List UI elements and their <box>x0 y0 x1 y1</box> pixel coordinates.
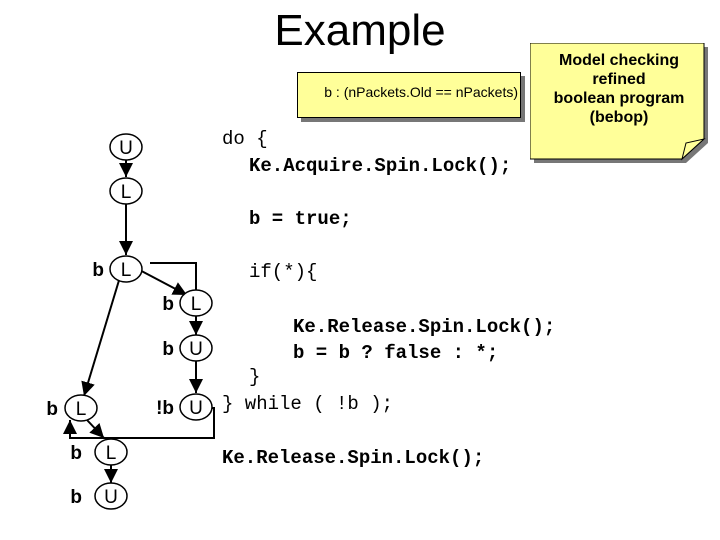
node-label: U <box>189 398 203 419</box>
code-while: } while ( !b ); <box>222 393 394 415</box>
graph-node: U <box>109 133 143 161</box>
slide-title: Example <box>274 6 446 55</box>
bebop-note-shape <box>530 43 708 163</box>
graph-node: L <box>109 177 143 205</box>
node-predicate: !b <box>156 398 174 419</box>
graph-node: L b <box>46 394 98 422</box>
graph-edges <box>63 160 215 483</box>
code-if: if(*){ <box>249 261 318 283</box>
node-label: L <box>121 182 132 203</box>
graph-node: U !b <box>156 393 213 421</box>
node-label: U <box>119 138 133 159</box>
predicate-note-text: b : (nPackets.Old == nPackets) <box>324 84 518 100</box>
node-predicate: b <box>70 487 82 508</box>
node-predicate: b <box>92 260 104 281</box>
graph-node: U b <box>162 334 213 362</box>
node-label: U <box>189 339 203 360</box>
code-release-final: Ke.Release.Spin.Lock(); <box>222 447 485 469</box>
code-release-inner: Ke.Release.Spin.Lock(); <box>293 316 556 338</box>
predicate-note: b : (nPackets.Old == nPackets) <box>297 72 521 118</box>
node-label: L <box>76 399 87 420</box>
graph-node: L b <box>92 255 143 283</box>
bebop-note: Model checking refined boolean program (… <box>530 43 708 163</box>
bebop-line: (bebop) <box>589 109 649 126</box>
node-label: L <box>191 294 202 315</box>
bebop-note-text: Model checking refined boolean program (… <box>530 51 708 127</box>
node-label: L <box>106 443 117 464</box>
edge <box>81 276 121 397</box>
graph-node: L b <box>70 438 128 466</box>
bebop-line: refined <box>592 71 646 88</box>
code-assign-cond: b = b ? false : *; <box>293 342 499 364</box>
bebop-line: Model checking <box>558 52 680 69</box>
node-predicate: b <box>70 443 82 464</box>
node-predicate: b <box>46 399 58 420</box>
bebop-line: boolean program <box>553 90 685 107</box>
code-brace-close: } <box>249 366 261 388</box>
code-acquire: Ke.Acquire.Spin.Lock(); <box>249 155 512 177</box>
edge <box>86 419 105 439</box>
code-assign-true: b = true; <box>249 208 352 230</box>
graph-node: L b <box>162 289 213 317</box>
loop-edge <box>150 262 197 294</box>
node-label: L <box>121 260 132 281</box>
node-predicate: b <box>162 294 174 315</box>
node-label: U <box>104 487 118 508</box>
code-do: do { <box>222 128 268 150</box>
node-predicate: b <box>162 339 174 360</box>
graph-node: U b <box>70 482 128 510</box>
graph-nodes: U L L b L b U b U !b L b <box>46 133 213 510</box>
